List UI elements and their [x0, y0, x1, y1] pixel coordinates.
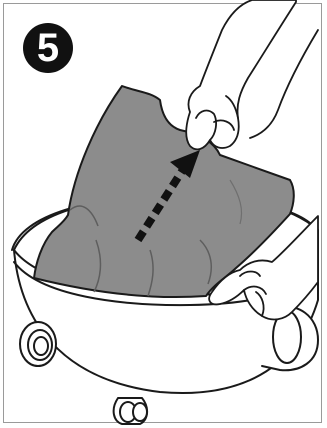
- step-number-badge: 5: [23, 23, 73, 73]
- hand-icon: [186, 0, 318, 149]
